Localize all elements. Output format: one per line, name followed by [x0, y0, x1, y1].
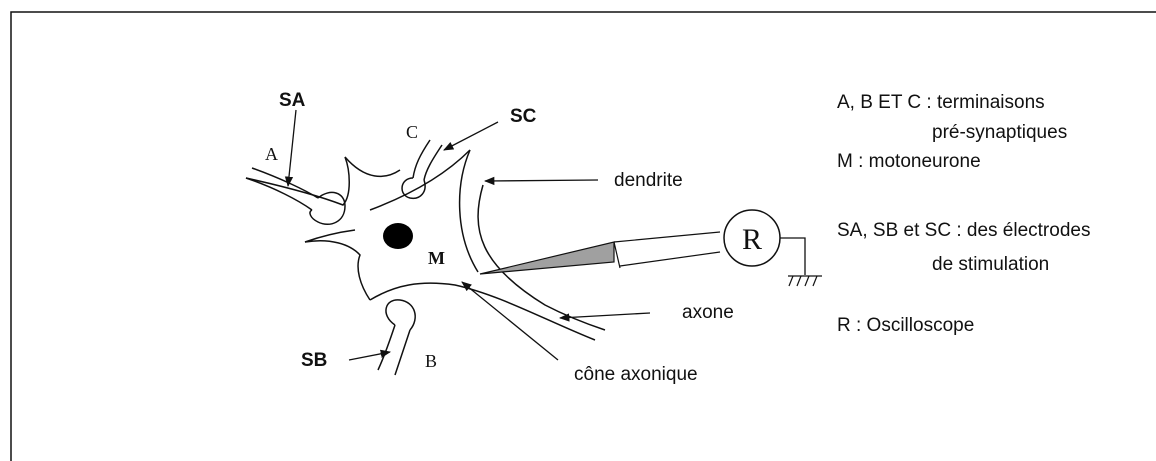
stimulation-electrodes	[284, 109, 499, 361]
terminal-a	[245, 167, 346, 226]
recording-electrode	[479, 231, 721, 275]
legend-line-6: R : Oscilloscope	[837, 315, 974, 336]
label-arrows	[461, 176, 651, 361]
sc-arrow	[443, 121, 499, 151]
legend-line-3: M : motoneurone	[837, 151, 981, 172]
legend-line-5: de stimulation	[932, 254, 1049, 275]
oscilloscope: R	[723, 209, 822, 287]
label-b: B	[425, 351, 437, 371]
axone-arrow	[558, 312, 651, 322]
label-sc: SC	[510, 106, 537, 127]
legend-line-4: SA, SB et SC : des électrodes	[837, 220, 1090, 241]
figure-frame	[10, 11, 1156, 461]
legend: A, B ET C : terminaisons pré-synaptiques…	[837, 92, 1090, 336]
legend-line-1: A, B ET C : terminaisons	[837, 92, 1045, 113]
dendrite-arrow	[483, 176, 599, 186]
label-dendrite: dendrite	[614, 170, 683, 191]
label-c: C	[406, 122, 418, 142]
label-sb: SB	[301, 350, 327, 371]
nucleus	[383, 223, 413, 249]
label-cone-axonique: cône axonique	[574, 364, 698, 385]
label-a: A	[265, 144, 278, 164]
motoneuron	[245, 149, 606, 341]
cone-arrow	[461, 281, 559, 361]
sb-arrow	[348, 349, 392, 361]
label-sa: SA	[279, 90, 306, 111]
legend-line-2: pré-synaptiques	[932, 122, 1067, 143]
terminal-c	[401, 139, 443, 200]
terminal-b	[377, 299, 416, 376]
oscilloscope-label: R	[742, 223, 762, 256]
label-axone: axone	[682, 302, 734, 323]
sa-arrow	[284, 109, 297, 188]
label-m: M	[428, 248, 445, 268]
